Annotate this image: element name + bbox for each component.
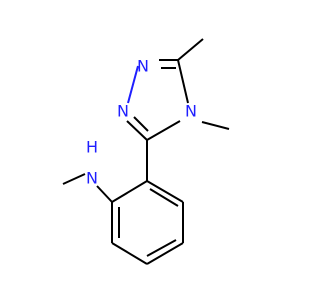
n4-methyl-bond (201, 121, 230, 130)
atom-amine-h: H (86, 138, 98, 157)
atom-n4: N (185, 102, 197, 121)
benzene-ring (111, 140, 184, 265)
c5-methyl-bond (177, 38, 204, 61)
molecule-canvas: N N N N H (62, 38, 230, 265)
ring-double-1 (149, 188, 179, 207)
c5-n4-bond (177, 59, 189, 104)
ring-bond-2 (146, 180, 184, 203)
n2-c3-bond-a (126, 120, 148, 141)
n-methyl-bond (62, 173, 86, 185)
ring-bond-4 (146, 242, 184, 265)
methyl-groups (177, 38, 230, 130)
n2-c3-bond-b (133, 116, 149, 132)
ring-bond-5 (111, 242, 148, 265)
c3-n4-bond (146, 120, 181, 141)
triazole-ring (126, 59, 189, 141)
n1-n2-bond (127, 65, 139, 104)
structure-diagram: N N N N H (62, 38, 230, 265)
atom-n2: N (117, 102, 129, 121)
ring-double-2 (146, 239, 177, 257)
atom-amine-n: N (86, 169, 98, 188)
ring-bond-1 (111, 180, 148, 203)
atom-n1: N (137, 57, 149, 76)
c-n-bond (96, 185, 113, 203)
n-methylamino-group (62, 173, 113, 203)
